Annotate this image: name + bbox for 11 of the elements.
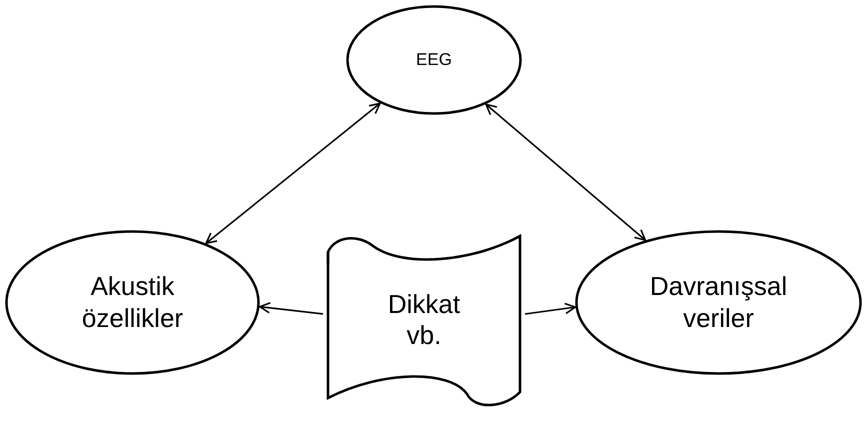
node-label: Akustik özellikler bbox=[80, 271, 184, 334]
node-label: EEG bbox=[416, 50, 452, 70]
arrow bbox=[205, 102, 381, 244]
arrow bbox=[259, 302, 324, 315]
ellipse-node bbox=[575, 230, 862, 375]
node-label: Davranışsal veriler bbox=[648, 271, 788, 334]
ellipse-node bbox=[346, 5, 522, 115]
ellipse-node bbox=[5, 230, 260, 375]
arrow bbox=[524, 302, 576, 315]
arrow bbox=[485, 104, 646, 241]
node-label: Dikkat vb. bbox=[386, 288, 462, 352]
